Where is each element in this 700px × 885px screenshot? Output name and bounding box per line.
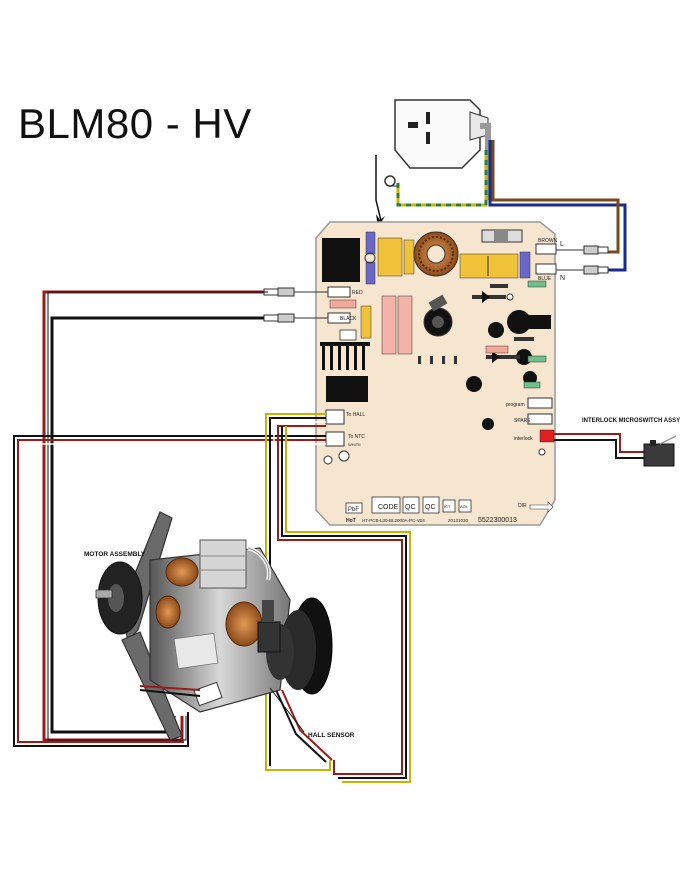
qc-label-1: QC [405, 504, 416, 511]
power-resistor-1 [381, 295, 397, 355]
terminal-blue [535, 263, 557, 275]
mark-n: N [560, 275, 565, 282]
earth-ring-terminal [384, 175, 396, 187]
hall-sensor-wires [265, 413, 411, 783]
pcb-direction-label: DIR [518, 503, 527, 509]
capacitor-purple-2 [365, 261, 376, 285]
diagram-title: BLM80 - HV [18, 100, 252, 147]
connector-interlock-label: interlock [514, 436, 533, 442]
stator-block [199, 539, 247, 589]
hall-sensor-pointer [269, 687, 305, 733]
qc-label-2: QC [425, 504, 436, 511]
neutral-wire-blue [488, 140, 627, 272]
mark-l: L [560, 241, 564, 248]
interlock-wires [554, 433, 646, 459]
motor-assembly-image [95, 511, 333, 741]
pcb-date: 20131030 [448, 518, 469, 523]
relay-black [322, 238, 360, 282]
plug-pin-live [426, 112, 430, 124]
terminal-red-label: RED [352, 290, 363, 296]
hot-mark: HoT [346, 518, 356, 524]
code-box [371, 496, 401, 514]
live-wire-brown [491, 140, 620, 254]
terminal-brown-label: BROWN [538, 238, 558, 244]
terminal-blue-label: BLUE [538, 276, 552, 282]
direction-arrow-icon [529, 501, 554, 513]
connector-spare-label: SPARE [514, 418, 531, 424]
ict-label: ICT [444, 504, 451, 509]
terminal-black-label: BLACK [340, 316, 357, 322]
power-resistor-2 [397, 295, 413, 355]
mains-cable [480, 123, 491, 200]
pcb-part-text: HT-PCB-L30-BL2000A-PC-V04 [362, 518, 425, 523]
code-label: CODE [378, 504, 399, 511]
connector-ntc [325, 431, 345, 447]
connector-hall-label: To HALL [346, 412, 365, 418]
connector-ntc-label: To NTC [348, 434, 365, 440]
connector-program-label: program [506, 402, 525, 408]
capacitor-yellow-1 [377, 237, 403, 277]
diodes [472, 284, 534, 363]
interlock-microswitch [643, 435, 677, 467]
earth-wire [384, 150, 488, 207]
x-capacitor [459, 253, 519, 279]
connector-program [527, 397, 553, 409]
plug-pin-neutral [426, 132, 430, 144]
label-interlock-microswitch: INTERLOCK MICROSWITCH ASSY [582, 418, 680, 424]
spade-terminals [263, 245, 609, 323]
terminal-brown [535, 243, 557, 255]
copper-winding-2 [225, 601, 263, 647]
pcb-part-number: 5522300013 [478, 517, 517, 524]
ic-black [326, 376, 368, 402]
connector-ntc-white-label: WHITE [348, 442, 361, 447]
mains-plug [394, 99, 489, 169]
connector-hall [325, 409, 345, 425]
label-hall-sensor: HALL SENSOR [308, 732, 355, 739]
connector-spare [527, 413, 553, 425]
copper-winding-1 [165, 557, 199, 587]
control-pcb: BROWN L BLUE N RED BLACK [315, 221, 565, 526]
plug-pin-earth [408, 122, 418, 128]
heatsink [320, 329, 370, 370]
capacitor-purple-1 [365, 231, 376, 255]
toroid-inductor [413, 231, 459, 277]
terminal-red [327, 286, 351, 298]
label-motor-assembly: MOTOR ASSEMBLY [84, 551, 146, 558]
earth-arrow [375, 155, 383, 226]
pbf-mark: PbF [348, 507, 359, 513]
aoi-label: AOI [460, 504, 467, 509]
connector-interlock [539, 429, 555, 443]
